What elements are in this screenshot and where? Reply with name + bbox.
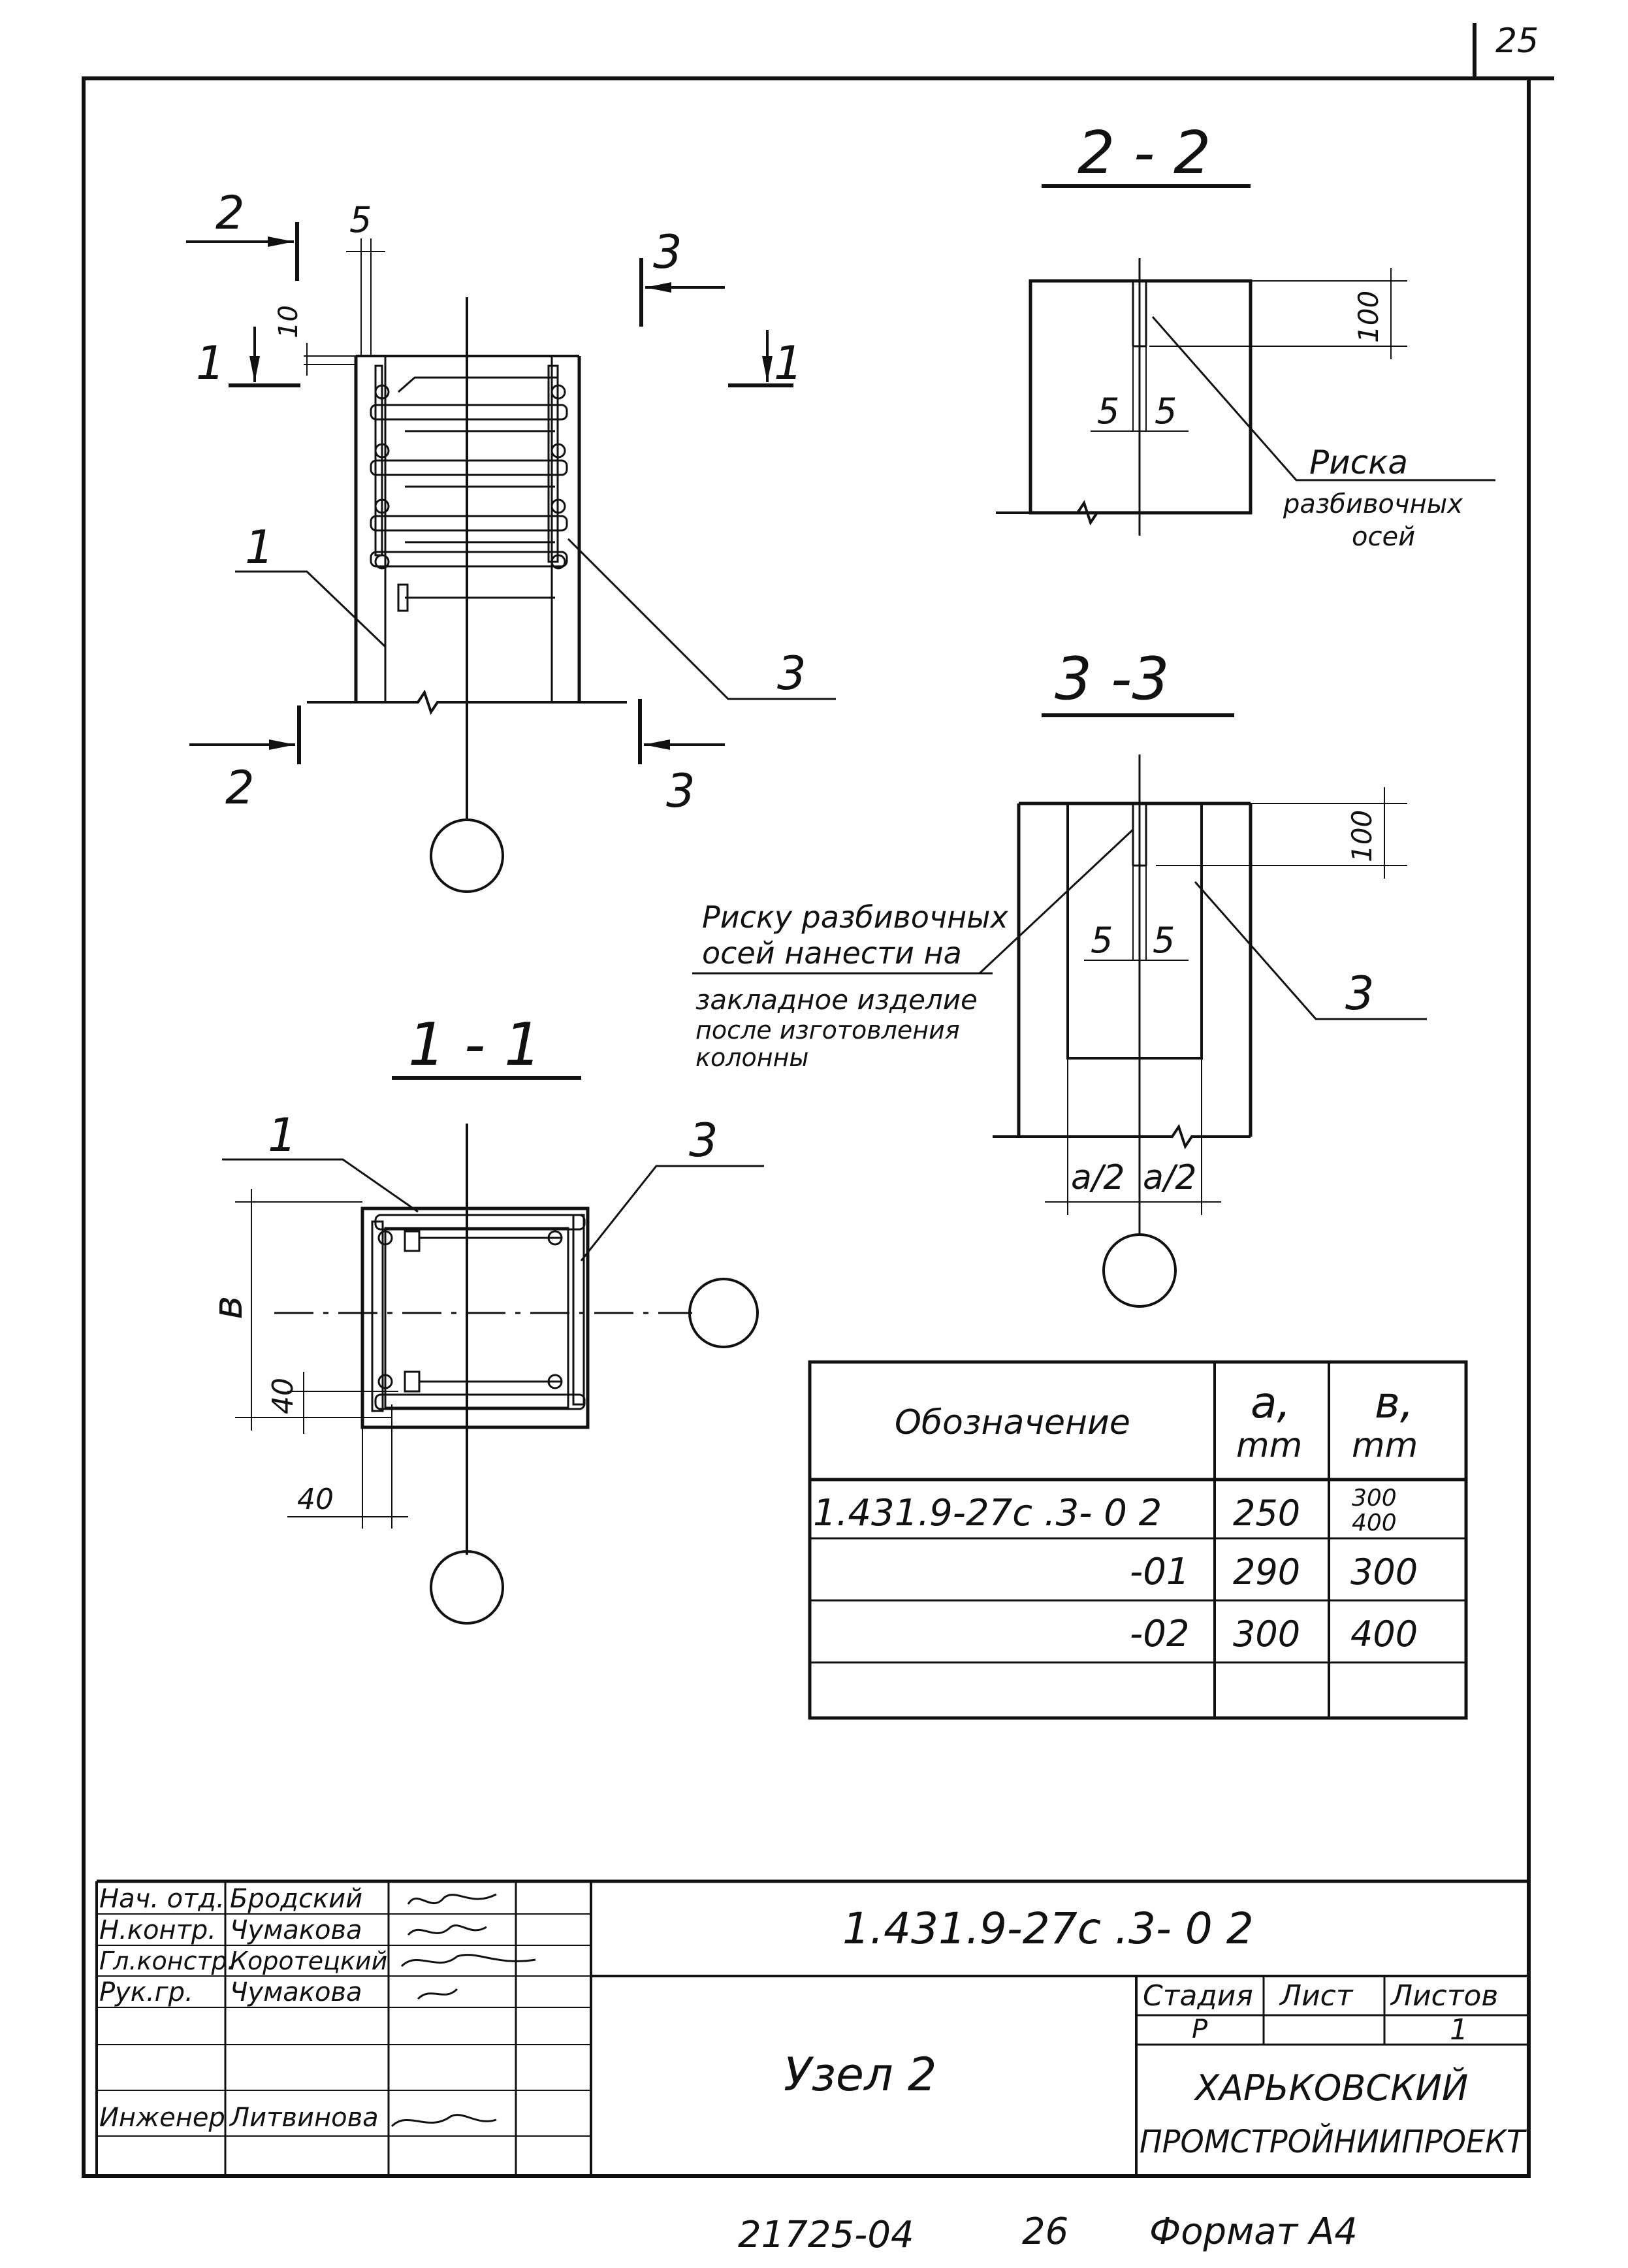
role-label: Рук.гр. [99, 1977, 193, 2007]
section-3-3-dim-5-right: 5 [1153, 920, 1175, 961]
callout-1-label: 1 [245, 521, 274, 574]
section-2-2-dim-5-right: 5 [1155, 391, 1177, 432]
table-header-designation: Обозначение [895, 1403, 1130, 1442]
cut-1-left-label: 1 [196, 336, 225, 390]
organization-name: ХАРЬКОВСКИЙ [1193, 2067, 1468, 2109]
cut-2-top-label: 2 [215, 186, 245, 240]
table-row-b: 300 [1352, 1485, 1397, 1512]
note-line2: осей нанести на [702, 935, 962, 971]
risk-label-line2: разбивочных [1283, 489, 1463, 519]
cut-2-bottom-label: 2 [225, 761, 255, 815]
page-number: 25 [1495, 22, 1539, 61]
person-name: Литвинова [229, 2103, 379, 2133]
footer: 21725-04 26 Формат А4 [738, 2211, 1358, 2256]
format-label: Формат А4 [1149, 2211, 1358, 2253]
section-2-2: 2 - 2 5 5 100 Риска разбивочных осей [996, 119, 1495, 552]
stage-value: Р [1192, 2015, 1208, 2045]
section-3-3: 3 -3 5 5 100 3 a/2 a/2 [993, 645, 1427, 1308]
section-1-1-title: 1 - 1 [408, 1011, 541, 1079]
person-name: Чумакова [230, 1915, 362, 1945]
dim-40-horizontal: 40 [297, 1483, 334, 1516]
table-row-b: 400 [1352, 1510, 1397, 1536]
elevation-view: 2 2 3 3 1 1 5 10 1 [186, 186, 836, 893]
cut-3-bottom-label: 3 [666, 764, 695, 818]
person-name: Чумакова [230, 1977, 362, 2007]
role-label: Н.контр. [99, 1915, 216, 1945]
sheets-value: 1 [1450, 2013, 1468, 2047]
title-block: Нач. отд. Н.контр. Гл.констр. Рук.гр. Ин… [95, 1879, 1529, 2176]
dim-5-label: 5 [349, 199, 372, 240]
table-row-b: 400 [1350, 1613, 1418, 1655]
note-line1: Риску разбивочных [702, 899, 1008, 935]
person-name: Коротецкий [230, 1947, 387, 1975]
section-2-2-title: 2 - 2 [1077, 119, 1211, 187]
note-line3: закладное изделие [695, 984, 978, 1016]
section-2-2-dim-5-left: 5 [1097, 391, 1119, 432]
callout-3-label: 3 [777, 647, 806, 700]
table-row-b: 300 [1350, 1551, 1418, 1593]
note-line5: колонны [695, 1043, 808, 1072]
placement-note: Риску разбивочных осей нанести на заклад… [692, 828, 1134, 1072]
section-1-1-callout-3: 3 [689, 1114, 718, 1167]
cut-3-top-label: 3 [653, 225, 682, 279]
role-label: Гл.констр. [99, 1947, 235, 1975]
stage-header: Стадия [1143, 1979, 1253, 2013]
section-3-3-title: 3 -3 [1055, 645, 1170, 713]
person-name: Бродский [230, 1884, 362, 1914]
table-row-designation: 1.431.9-27с .3- 0 2 [813, 1492, 1162, 1534]
table-row-a: 290 [1233, 1551, 1300, 1593]
section-1-1-callout-1: 1 [268, 1109, 297, 1162]
inventory-number: 21725-04 [738, 2214, 914, 2256]
table-row-designation: -01 [1130, 1551, 1189, 1593]
cut-1-right-label: 1 [774, 336, 803, 390]
footer-number: 26 [1022, 2211, 1068, 2253]
table-header-a: a, [1251, 1378, 1290, 1428]
document-code: 1.431.9-27с .3- 0 2 [842, 1904, 1254, 1954]
section-3-3-dim-5-left: 5 [1091, 920, 1113, 961]
dim-a-half-left: a/2 [1071, 1158, 1125, 1197]
sheet-header: Лист [1279, 1979, 1354, 2013]
section-1-1: 1 - 1 в 40 40 [204, 1011, 764, 1625]
organization-name: ПРОМСТРОЙНИИПРОЕКТ [1140, 2123, 1527, 2160]
drawing-frame [82, 76, 1531, 2178]
table-row-a: 300 [1233, 1613, 1300, 1655]
table-header-a-unit: mm [1236, 1426, 1302, 1465]
dim-b-label: в [204, 1295, 251, 1320]
section-3-3-callout-3: 3 [1345, 967, 1375, 1020]
table-row-a: 250 [1233, 1493, 1300, 1534]
dim-a-half-right: a/2 [1143, 1158, 1196, 1197]
specification-table: Обозначение a, mm в, mm 1.431.9-27с .3- … [808, 1360, 1468, 1720]
axis-marker-circle [430, 1550, 504, 1625]
role-label: Нач. отд. [99, 1884, 225, 1914]
section-3-3-dim-100: 100 [1346, 810, 1378, 862]
risk-label-line1: Риска [1309, 444, 1408, 481]
role-label: Инженер [99, 2103, 225, 2133]
axis-marker-circle [1102, 1233, 1177, 1308]
dim-40-vertical: 40 [266, 1378, 300, 1414]
signature-marks [391, 1893, 536, 2128]
risk-label-line3: осей [1352, 522, 1415, 552]
section-2-2-dim-100: 100 [1352, 291, 1384, 343]
table-row-designation: -02 [1130, 1613, 1189, 1655]
axis-marker-circle [688, 1278, 759, 1348]
note-line4: после изготовления [695, 1016, 960, 1045]
drawing-title: Узел 2 [784, 2048, 936, 2101]
table-header-b: в, [1375, 1378, 1414, 1428]
dim-10-label: 10 [274, 305, 304, 338]
axis-marker-circle [430, 818, 504, 893]
table-header-b-unit: mm [1352, 1426, 1418, 1465]
sheets-header: Листов [1390, 1979, 1498, 2013]
